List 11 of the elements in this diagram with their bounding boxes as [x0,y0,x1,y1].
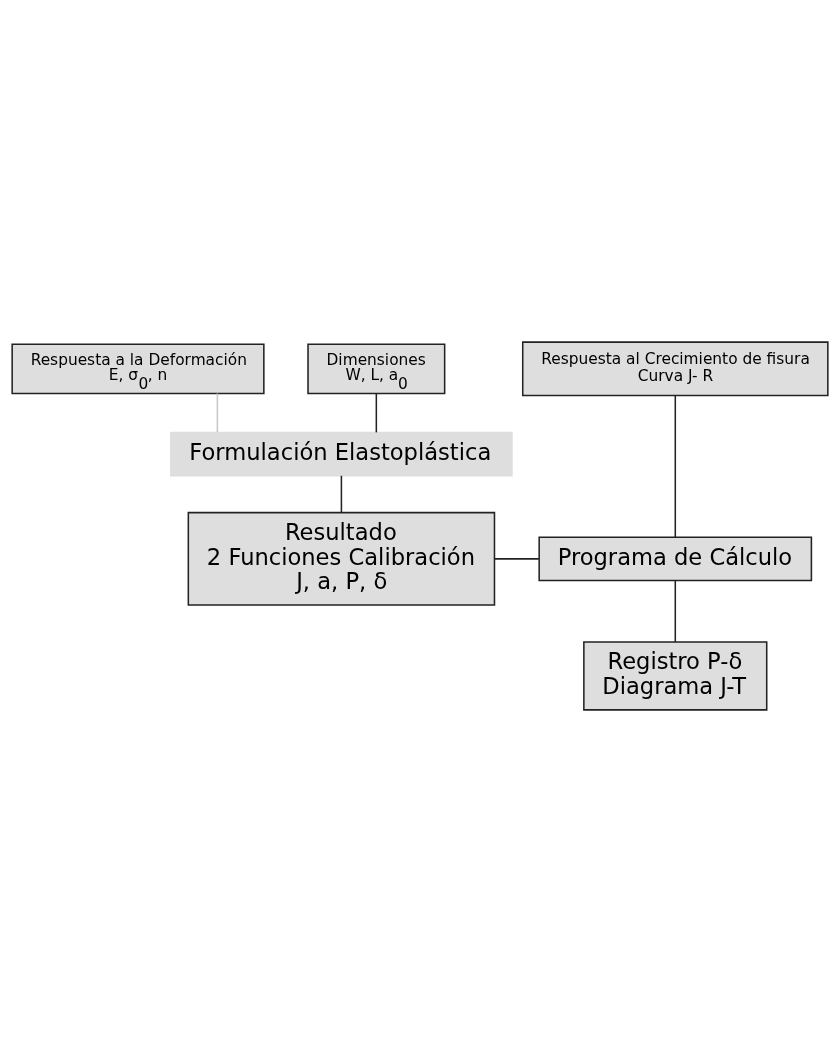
node-box: Resultado 2 Funciones Calibración J, a, P, δ [187,511,496,606]
connector [375,392,378,433]
connector [493,557,540,560]
node-box: Formulación Elastoplástica [170,431,513,476]
connector [674,394,677,538]
node-box: Respuesta al Crecimiento de fisura Curva J- R [521,340,829,396]
node-box: Registro P-δ Diagrama J-T [583,640,768,711]
connector [216,392,219,433]
connector [340,474,343,513]
connector [674,579,677,643]
node-box: Programa de Cálculo [538,536,813,581]
